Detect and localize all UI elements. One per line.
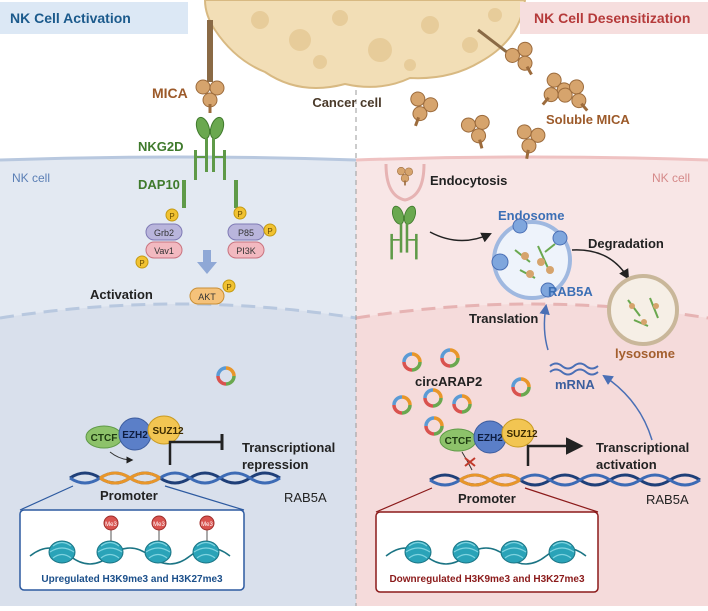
svg-text:P85: P85	[238, 228, 254, 238]
endocytic-pit	[384, 163, 426, 202]
dap10-label: DAP10	[138, 177, 180, 192]
svg-text:PI3K: PI3K	[236, 246, 256, 256]
svg-text:P: P	[169, 212, 174, 221]
soluble-mica-label: Soluble MICA	[546, 112, 630, 127]
nk-membrane-left	[0, 155, 357, 162]
cancer-cell-texture	[251, 8, 502, 71]
svg-text:P: P	[226, 283, 231, 292]
phospho-3	[135, 255, 149, 269]
nucleosome-r1	[404, 540, 432, 564]
gene-label-right: RAB5A	[646, 492, 689, 507]
histone-caption-right: Downregulated H3K9me3 and H3K27me3	[389, 574, 585, 585]
dap10-tail-left	[182, 180, 186, 208]
suz12-protein	[147, 415, 181, 445]
histone-caption-left: Upregulated H3K9me3 and H3K27me3	[41, 574, 223, 585]
endocytosis-arrow	[429, 231, 492, 243]
degradation-label: Degradation	[588, 236, 664, 251]
mrna-strand	[549, 362, 599, 370]
mrna-label: mRNA	[555, 377, 595, 392]
histone-box-left	[19, 509, 245, 591]
nucleosome-l1	[48, 540, 76, 564]
nk-cell-label-left: NK cell	[12, 171, 50, 185]
degradation-arrow	[571, 249, 630, 280]
vav1-protein	[145, 241, 183, 259]
translation-label: Translation	[469, 311, 538, 326]
svg-text:Vav1: Vav1	[154, 246, 174, 256]
me3-mark-1	[103, 515, 119, 531]
phospho-1	[165, 208, 179, 222]
svg-text:Me3: Me3	[153, 522, 165, 528]
akt-protein	[189, 287, 225, 305]
nuclear-envelope-left	[0, 302, 357, 320]
nucleosome-l4	[192, 540, 220, 564]
left-header: NK Cell Activation	[10, 10, 131, 26]
complex-arrow-left	[109, 451, 134, 464]
transcription-right-2: activation	[596, 457, 657, 472]
endocytosis-label: Endocytosis	[430, 173, 507, 188]
nk-cell-label-right: NK cell	[652, 171, 690, 185]
nucleosome-l3	[144, 540, 172, 564]
akt-arrow	[197, 250, 217, 274]
rab5a-protein-label: RAB5A	[548, 284, 593, 299]
svg-text:CTCF: CTCF	[91, 433, 118, 444]
transcription-left-1: Transcriptional	[242, 440, 335, 455]
nuclear-envelope-right	[355, 302, 708, 320]
rab5a-on-endosome	[491, 218, 568, 298]
nucleosome-r2	[452, 540, 480, 564]
nk-membrane-right	[355, 155, 708, 162]
lysosome-label: lysosome	[615, 346, 675, 361]
svg-text:Grb2: Grb2	[154, 228, 174, 238]
circarap2-label: circARAP2	[415, 374, 482, 389]
activation-label: Activation	[90, 287, 153, 302]
svg-text:EZH2: EZH2	[122, 430, 148, 441]
dap10-tail-right	[234, 180, 238, 208]
repression-line	[168, 440, 222, 465]
phospho-5	[222, 279, 236, 293]
nucleosome-r4	[548, 540, 576, 564]
nucleosome-l2	[96, 540, 124, 564]
phospho-2	[233, 206, 247, 220]
histone-box-right	[375, 511, 599, 593]
svg-text:EZH2: EZH2	[477, 433, 503, 444]
me3-mark-3	[199, 515, 215, 531]
transcription-to-mrna-arrow	[602, 374, 653, 441]
svg-text:Me3: Me3	[201, 522, 213, 528]
promoter-label-right: Promoter	[458, 491, 516, 506]
svg-text:SUZ12: SUZ12	[152, 426, 184, 437]
transcription-right-1: Transcriptional	[596, 440, 689, 455]
svg-text:P: P	[267, 227, 272, 236]
translation-arrow	[539, 303, 550, 351]
right-header-bg	[520, 2, 708, 34]
cancer-cell-label: Cancer cell	[312, 95, 381, 110]
blocked-x	[464, 457, 476, 467]
svg-text:P: P	[237, 210, 242, 219]
activation-arrow	[526, 437, 584, 466]
nkg2d-label: NKG2D	[138, 139, 184, 154]
endosome-label: Endosome	[498, 208, 564, 223]
nucleosome-r3	[500, 540, 528, 564]
mica-stalk	[207, 20, 213, 82]
me3-mark-2	[151, 515, 167, 531]
svg-text:SUZ12: SUZ12	[506, 429, 538, 440]
svg-text:P: P	[139, 259, 144, 268]
suz12-protein-right	[501, 418, 535, 448]
svg-text:AKT: AKT	[198, 292, 216, 302]
lysosome	[607, 274, 679, 346]
transcription-left-2: repression	[242, 457, 309, 472]
gene-label-left: RAB5A	[284, 490, 327, 505]
right-header: NK Cell Desensitization	[534, 10, 690, 26]
phospho-4	[263, 223, 277, 237]
pi3k-protein	[227, 241, 265, 259]
promoter-label-left: Promoter	[100, 488, 158, 503]
cancer-cell-body	[203, 0, 527, 89]
left-header-bg	[0, 2, 188, 34]
svg-text:Me3: Me3	[105, 522, 117, 528]
grb2-protein	[145, 223, 183, 241]
mica-label: MICA	[152, 85, 188, 101]
svg-text:CTCF: CTCF	[445, 436, 472, 447]
